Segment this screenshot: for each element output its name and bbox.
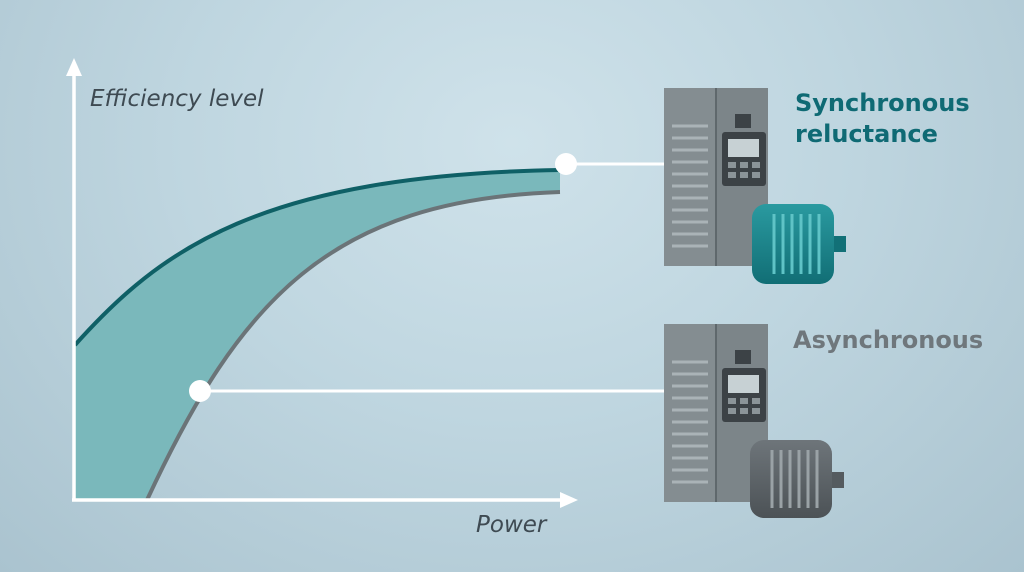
async-drive-icon [664,324,768,502]
y-axis [66,58,82,500]
efficiency-band [75,170,560,500]
asynchronous-curve [145,190,561,501]
x-axis [72,492,578,508]
synchronous-curve [73,168,561,347]
x-axis-label: Power [476,512,547,538]
sync-label-line2: reluctance [795,120,938,148]
async-motor-icon [750,440,844,518]
sync-drive-icon [664,88,768,266]
sync-motor-icon [752,204,846,284]
sync-marker [555,153,577,175]
sync-label-line1: Synchronous [795,89,970,117]
synchronous-reluctance-label: Synchronous reluctance [795,88,970,150]
async-marker [189,380,211,402]
asynchronous-label: Asynchronous [793,326,984,354]
y-axis-label: Efficiency level [90,86,264,112]
